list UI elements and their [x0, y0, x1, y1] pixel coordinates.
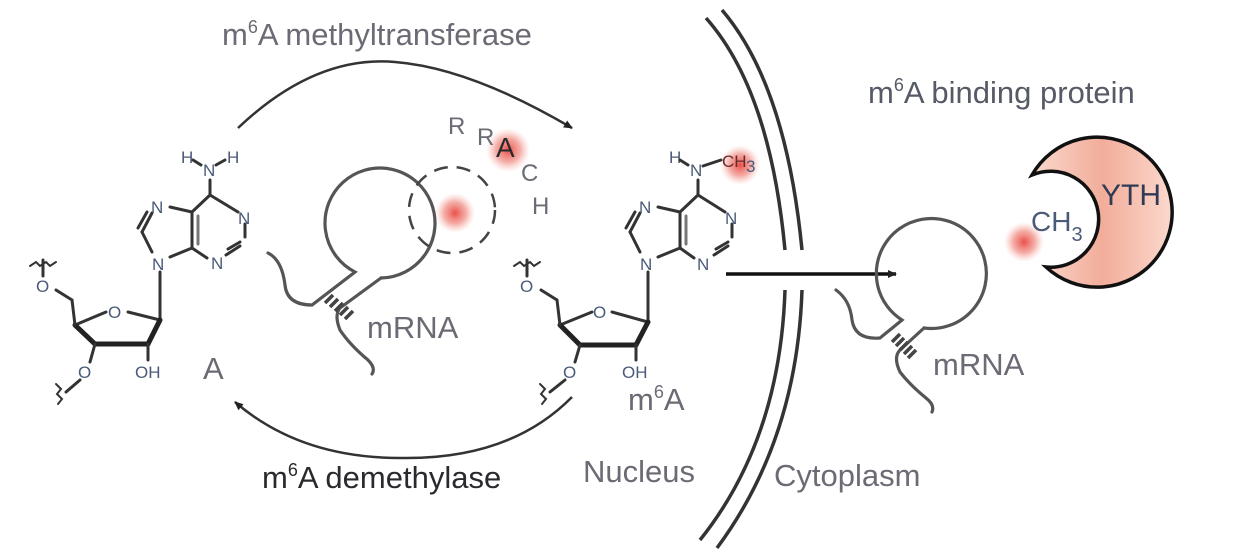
svg-text:OH: OH — [622, 363, 648, 382]
yth-label: YTH — [1101, 179, 1161, 212]
svg-text:N: N — [203, 161, 215, 180]
svg-text:H: H — [669, 148, 681, 167]
rrach-motif: R R A C H — [448, 113, 549, 220]
yth-protein: YTH — [1027, 135, 1174, 289]
svg-text:O: O — [520, 277, 533, 296]
svg-text:O: O — [563, 363, 576, 382]
adenosine-molecule: H N H N N N N O O — [29, 148, 250, 405]
svg-text:R: R — [477, 124, 494, 151]
binding-protein-label: m6A binding protein — [868, 75, 1135, 110]
svg-text:N: N — [639, 198, 651, 217]
svg-text:N: N — [238, 209, 250, 228]
svg-text:3: 3 — [746, 157, 755, 176]
nuclear-membrane — [698, 8, 804, 550]
mrna-stem-loop-left — [266, 165, 497, 376]
svg-text:R: R — [448, 113, 465, 140]
svg-text:O: O — [78, 363, 91, 382]
methylation-arrow — [237, 60, 573, 130]
svg-text:A: A — [496, 132, 515, 163]
svg-text:N: N — [697, 255, 709, 274]
cytoplasm-label: Cytoplasm — [774, 458, 920, 493]
svg-text:N: N — [690, 161, 702, 180]
mrna-stem-loop-right — [834, 216, 1044, 414]
svg-text:H: H — [227, 148, 239, 167]
methylation-site-glow — [435, 193, 475, 233]
demethylation-arrow — [234, 396, 573, 460]
svg-text:H: H — [181, 148, 193, 167]
svg-text:O: O — [593, 303, 606, 322]
m6a-label: m6A — [628, 382, 685, 417]
nucleus-label: Nucleus — [583, 454, 695, 489]
svg-text:N: N — [211, 254, 223, 273]
svg-text:N: N — [640, 255, 652, 274]
demethylase-label: m6A demethylase — [262, 460, 501, 495]
ch3-protein-label: CH3 — [1031, 206, 1083, 246]
methyltransferase-label: m6A methyltransferase — [222, 17, 532, 52]
svg-text:OH: OH — [135, 363, 161, 382]
svg-text:CH: CH — [722, 152, 747, 171]
adenosine-label: A — [203, 351, 224, 386]
mrna-label-left: mRNA — [367, 310, 459, 345]
svg-text:O: O — [108, 303, 121, 322]
svg-text:H: H — [532, 193, 549, 220]
svg-text:N: N — [152, 255, 164, 274]
m6a-molecule: H N CH 3 N N N N O O — [513, 145, 760, 405]
mrna-label-right: mRNA — [933, 347, 1025, 382]
svg-text:N: N — [151, 198, 163, 217]
svg-text:C: C — [521, 160, 538, 187]
motif-dashed-circle — [407, 165, 497, 255]
svg-text:O: O — [36, 277, 49, 296]
svg-text:N: N — [725, 209, 737, 228]
